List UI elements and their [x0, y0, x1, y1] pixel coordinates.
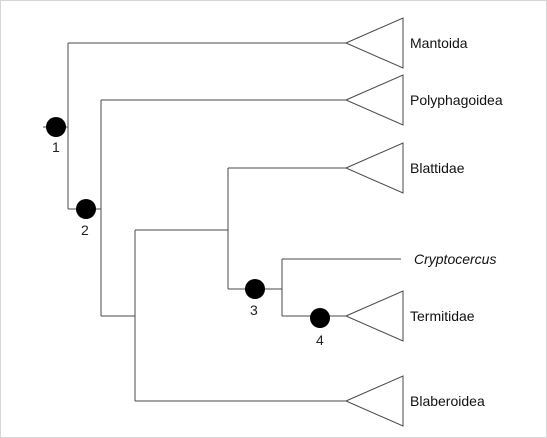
clade-triangle-termitidae	[344, 290, 404, 342]
node-labels: 1 2 3 4	[52, 139, 324, 348]
node-marker-3	[245, 279, 265, 299]
node-label-1: 1	[52, 139, 60, 155]
node-marker-1	[46, 117, 66, 137]
clade-triangle-mantoida	[344, 17, 404, 69]
node-marker-2	[76, 199, 96, 219]
taxon-label-polyphagoidea: Polyphagoidea	[410, 92, 503, 108]
taxon-label-cryptocercus: Cryptocercus	[414, 251, 496, 267]
taxon-label-blattidae: Blattidae	[410, 160, 465, 176]
clade-triangle-polyphagoidea	[344, 74, 404, 126]
taxon-labels: Mantoida Polyphagoidea Blattidae Cryptoc…	[410, 35, 503, 409]
collapsed-clades	[344, 17, 404, 427]
clade-triangle-blattidae	[344, 142, 404, 194]
node-marker-4	[310, 308, 330, 328]
clade-triangle-blaberoidea	[344, 375, 404, 427]
node-markers	[46, 117, 330, 328]
taxon-label-blaberoidea: Blaberoidea	[410, 393, 485, 409]
node-label-3: 3	[250, 302, 258, 318]
node-label-2: 2	[81, 222, 89, 238]
taxon-label-mantoida: Mantoida	[410, 35, 468, 51]
tree-branches	[43, 42, 401, 402]
node-label-4: 4	[316, 332, 324, 348]
taxon-label-termitidae: Termitidae	[410, 308, 475, 324]
